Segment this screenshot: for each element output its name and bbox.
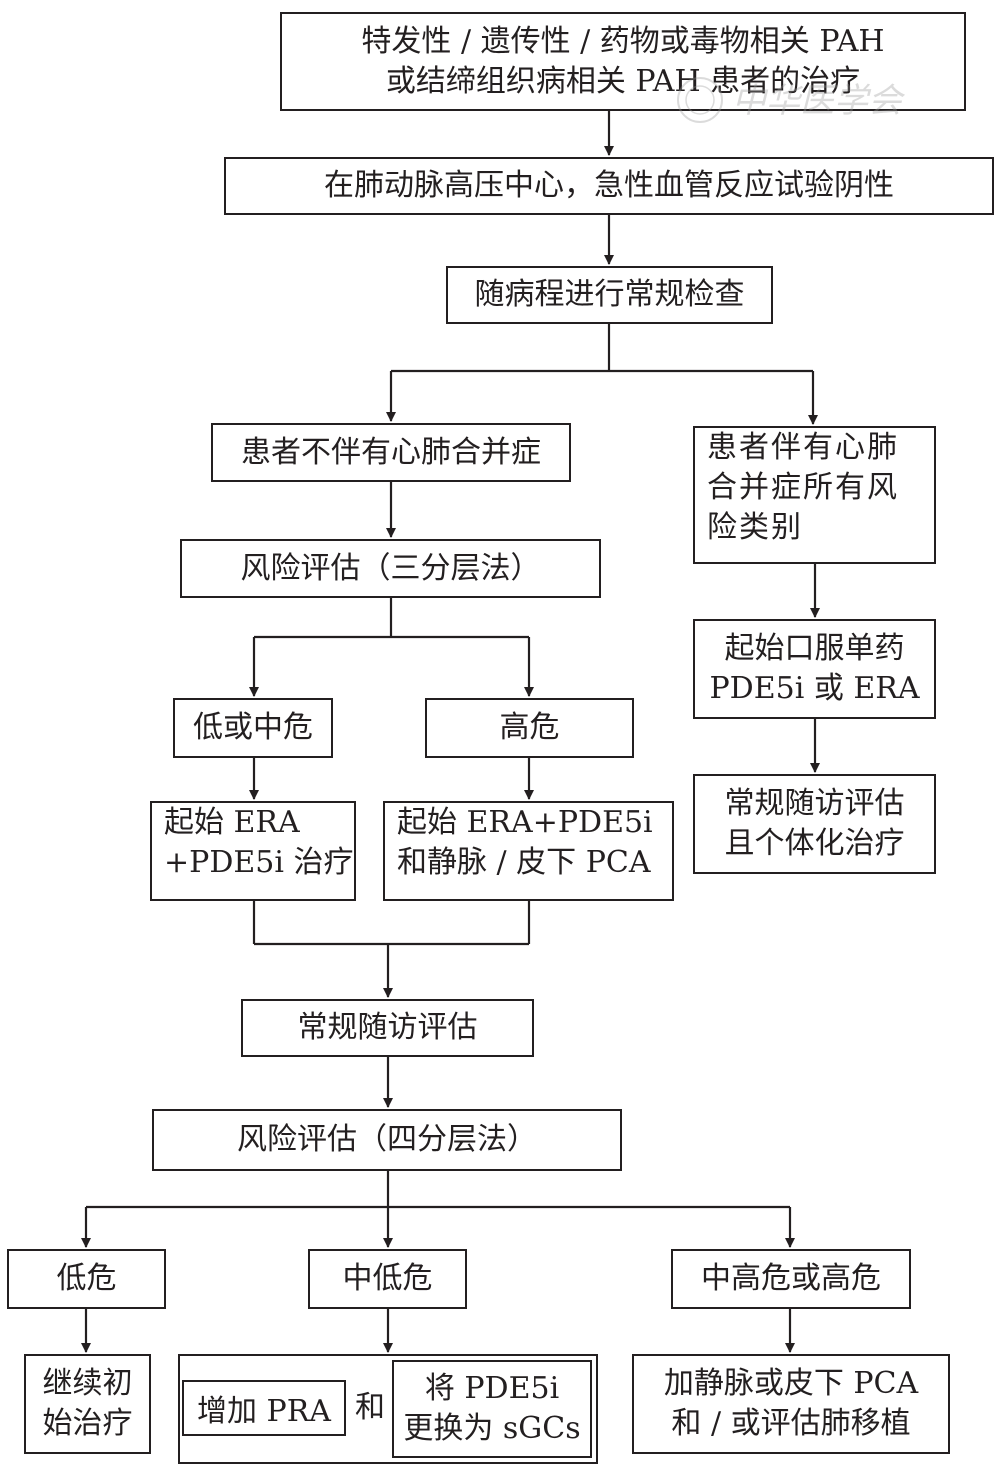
node-continue-line2: 始治疗	[42, 1406, 133, 1441]
node-risk-3-label: 风险评估（三分层法）	[240, 550, 541, 586]
node-start-line2: 或结缔组织病相关 PAH 患者的治疗	[385, 63, 861, 99]
node-start: 特发性 / 遗传性 / 药物或毒物相关 PAH 或结缔组织病相关 PAH 患者的…	[280, 12, 966, 111]
node-add-pra-label: 增加 PRA	[197, 1394, 331, 1429]
node-start-line1: 特发性 / 遗传性 / 药物或毒物相关 PAH	[361, 23, 885, 59]
node-init-dual-line1: 起始 ERA	[164, 805, 300, 840]
node-low: 低危	[7, 1249, 166, 1309]
node-add-pca-line1: 加静脉或皮下 PCA	[663, 1366, 919, 1401]
watermark-text: 中华医学会	[732, 81, 906, 121]
node-routine-individual-line1: 常规随访评估	[724, 786, 905, 821]
node-init-dual-line2: +PDE5i 治疗	[164, 845, 354, 880]
node-with-comorbidity-line1: 患者伴有心肺	[707, 430, 899, 465]
node-routine-individual-line2: 且个体化治疗	[724, 826, 905, 861]
node-oral-mono: 起始口服单药 PDE5i 或 ERA	[693, 619, 936, 719]
node-init-triple: 起始 ERA+PDE5i 和静脉 / 皮下 PCA	[383, 801, 674, 901]
combo-and-label: 和	[355, 1390, 385, 1425]
node-center-test: 在肺动脉高压中心，急性血管反应试验阴性	[224, 157, 994, 215]
node-switch-sgc-line2: 更换为 sGCs	[403, 1411, 581, 1446]
node-routine-individual: 常规随访评估 且个体化治疗	[693, 774, 936, 874]
node-with-comorbidity-line2: 合并症所有风	[707, 470, 899, 505]
node-routine-follow-label: 常规随访评估	[297, 1010, 478, 1045]
node-center-test-label: 在肺动脉高压中心，急性血管反应试验阴性	[324, 168, 894, 203]
node-init-triple-line1: 起始 ERA+PDE5i	[397, 805, 653, 840]
node-low-mid-label: 低或中危	[193, 710, 313, 745]
node-risk-3: 风险评估（三分层法）	[180, 539, 601, 598]
node-low-mid: 低或中危	[173, 698, 333, 758]
node-with-comorbidity-line3: 险类别	[707, 510, 803, 545]
node-mid-high: 中高危或高危	[671, 1249, 911, 1309]
node-init-triple-line2: 和静脉 / 皮下 PCA	[397, 845, 651, 880]
node-oral-mono-line1: 起始口服单药	[724, 631, 905, 666]
node-switch-sgc-line1: 将 PDE5i	[424, 1371, 560, 1406]
node-oral-mono-line2: PDE5i 或 ERA	[709, 671, 920, 706]
node-add-pca-line2: 和 / 或评估肺移植	[671, 1406, 911, 1441]
node-mid-high-label: 中高危或高危	[701, 1261, 881, 1296]
node-switch-sgc: 将 PDE5i 更换为 sGCs	[392, 1360, 592, 1458]
node-mid-low-label: 中低危	[342, 1261, 433, 1296]
node-routine-follow: 常规随访评估	[241, 999, 534, 1057]
node-routine-check: 随病程进行常规检查	[446, 266, 773, 324]
node-init-dual: 起始 ERA +PDE5i 治疗	[150, 801, 356, 901]
node-low-label: 低危	[56, 1261, 117, 1296]
watermark-logo: 中华医学会	[677, 77, 906, 123]
node-risk-4: 风险评估（四分层法）	[152, 1109, 622, 1171]
node-risk-4-label: 风险评估（四分层法）	[237, 1122, 537, 1157]
node-continue-line1: 继续初	[42, 1366, 133, 1401]
node-add-pra: 增加 PRA	[182, 1380, 346, 1436]
node-combo-frame	[178, 1354, 598, 1464]
node-add-pca: 加静脉或皮下 PCA 和 / 或评估肺移植	[632, 1354, 950, 1454]
node-high: 高危	[425, 698, 634, 758]
node-routine-check-label: 随病程进行常规检查	[474, 277, 745, 312]
node-continue: 继续初 始治疗	[24, 1354, 151, 1454]
node-with-comorbidity: 患者伴有心肺 合并症所有风 险类别	[693, 426, 936, 564]
node-mid-low: 中低危	[308, 1249, 467, 1309]
node-no-comorbidity-label: 患者不伴有心肺合并症	[241, 434, 541, 470]
node-no-comorbidity: 患者不伴有心肺合并症	[211, 423, 571, 482]
node-high-label: 高危	[499, 710, 560, 745]
